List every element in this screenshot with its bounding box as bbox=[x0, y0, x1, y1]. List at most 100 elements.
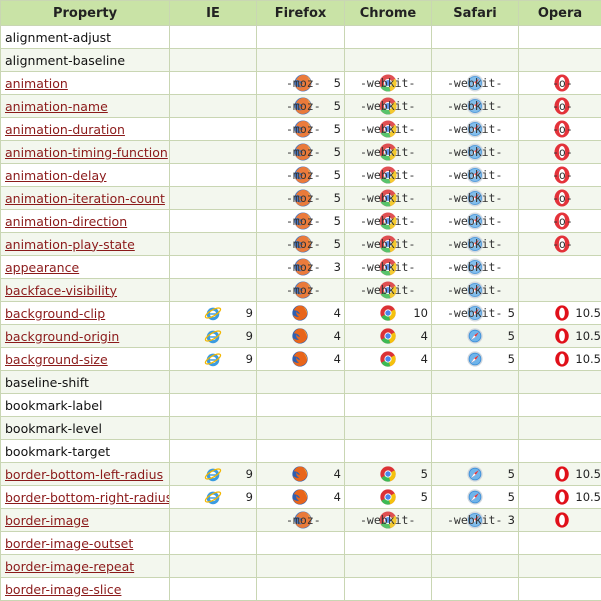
chrome-support-cell bbox=[345, 578, 432, 601]
property-link[interactable]: animation-iteration-count bbox=[5, 191, 165, 206]
ie-support-cell bbox=[170, 279, 257, 302]
vendor-prefix: -o- bbox=[551, 191, 574, 205]
property-link[interactable]: border-image-slice bbox=[5, 582, 121, 597]
opera-support-cell bbox=[519, 279, 601, 302]
firefox-support-cell bbox=[257, 578, 345, 601]
chrome-logo-icon bbox=[379, 327, 397, 345]
header-property[interactable]: Property bbox=[1, 1, 170, 26]
version-number: 10.5 bbox=[575, 329, 601, 343]
prefix-text: -o- bbox=[552, 122, 573, 136]
header-opera[interactable]: Opera bbox=[519, 1, 601, 26]
opera-support-cell: 10.5 bbox=[519, 348, 601, 371]
chrome-support-cell: 4 bbox=[345, 325, 432, 348]
firefox-logo-icon bbox=[291, 304, 309, 322]
property-link[interactable]: background-size bbox=[5, 352, 108, 367]
property-name: bookmark-label bbox=[5, 398, 102, 413]
vendor-prefix: -webkit- bbox=[359, 122, 416, 136]
chrome-support-cell: -webkit- bbox=[345, 141, 432, 164]
vendor-prefix: -o- bbox=[551, 76, 574, 90]
table-row: animation-delay -moz- 5 -webkit- -webkit- -o- bbox=[1, 164, 601, 187]
version-number: 5 bbox=[421, 490, 428, 504]
version-number: 5 bbox=[334, 145, 341, 159]
internet-explorer-logo-icon bbox=[204, 304, 222, 322]
opera-support-cell: -o- bbox=[519, 118, 601, 141]
property-link[interactable]: backface-visibility bbox=[5, 283, 117, 298]
property-cell: background-clip bbox=[1, 302, 170, 325]
opera-support-cell bbox=[519, 417, 601, 440]
chrome-support-cell bbox=[345, 555, 432, 578]
vendor-prefix: -webkit- bbox=[359, 191, 416, 205]
opera-logo-icon bbox=[553, 465, 571, 483]
opera-support-cell bbox=[519, 394, 601, 417]
opera-support-cell: 10.5 bbox=[519, 302, 601, 325]
property-link[interactable]: animation-timing-function bbox=[5, 145, 168, 160]
property-cell: backface-visibility bbox=[1, 279, 170, 302]
firefox-support-cell: -moz-5 bbox=[257, 210, 345, 233]
header-safari[interactable]: Safari bbox=[432, 1, 519, 26]
safari-support-cell: 5 bbox=[432, 325, 519, 348]
safari-support-cell: -webkit- bbox=[432, 279, 519, 302]
table-row: animation-play-state-moz-5-webkit--webki… bbox=[1, 233, 601, 256]
property-cell: appearance bbox=[1, 256, 170, 279]
header-ie[interactable]: IE bbox=[170, 1, 257, 26]
firefox-support-cell bbox=[257, 532, 345, 555]
firefox-support-cell: -moz-5 bbox=[257, 72, 345, 95]
firefox-logo-icon bbox=[291, 327, 309, 345]
opera-support-cell: -o- bbox=[519, 164, 601, 187]
property-link[interactable]: animation-name bbox=[5, 99, 108, 114]
prefix-text: -webkit- bbox=[447, 306, 502, 320]
property-link[interactable]: animation-play-state bbox=[5, 237, 135, 252]
property-link[interactable]: border-image-repeat bbox=[5, 559, 134, 574]
opera-support-cell bbox=[519, 371, 601, 394]
firefox-support-cell: 4 bbox=[257, 463, 345, 486]
firefox-support-cell: -moz- bbox=[257, 509, 345, 532]
version-number: 5 bbox=[508, 490, 515, 504]
property-link[interactable]: animation-direction bbox=[5, 214, 127, 229]
property-link[interactable]: border-bottom-right-radius bbox=[5, 490, 170, 505]
property-link[interactable]: animation bbox=[5, 76, 68, 91]
version-number: 5 bbox=[508, 352, 515, 366]
version-number: 10.5 bbox=[575, 490, 601, 504]
version-number: 5 bbox=[334, 168, 341, 182]
firefox-support-cell: -moz-5 bbox=[257, 118, 345, 141]
chrome-logo-icon bbox=[379, 488, 397, 506]
firefox-support-cell: -moz-5 bbox=[257, 233, 345, 256]
property-link[interactable]: border-image-outset bbox=[5, 536, 133, 551]
prefix-text: -webkit- bbox=[447, 168, 502, 182]
prefix-text: -moz- bbox=[286, 260, 321, 274]
opera-support-cell: -o- bbox=[519, 95, 601, 118]
property-link[interactable]: border-bottom-left-radius bbox=[5, 467, 163, 482]
firefox-support-cell bbox=[257, 394, 345, 417]
chrome-support-cell: -webkit- bbox=[345, 164, 432, 187]
internet-explorer-logo-icon bbox=[204, 488, 222, 506]
chrome-support-cell: -webkit- bbox=[345, 279, 432, 302]
property-link[interactable]: animation-duration bbox=[5, 122, 125, 137]
safari-support-cell: -webkit- bbox=[432, 118, 519, 141]
prefix-text: -webkit- bbox=[447, 99, 502, 113]
prefix-text: -moz- bbox=[286, 214, 321, 228]
table-row: border-image-outset bbox=[1, 532, 601, 555]
prefix-text: -webkit- bbox=[360, 145, 415, 159]
prefix-text: -webkit- bbox=[360, 76, 415, 90]
property-link[interactable]: background-clip bbox=[5, 306, 105, 321]
safari-support-cell bbox=[432, 417, 519, 440]
header-chrome[interactable]: Chrome bbox=[345, 1, 432, 26]
prefix-text: -webkit- bbox=[447, 513, 502, 527]
vendor-prefix: -moz- bbox=[285, 214, 322, 228]
safari-support-cell bbox=[432, 394, 519, 417]
ie-support-cell bbox=[170, 187, 257, 210]
property-link[interactable]: border-image bbox=[5, 513, 89, 528]
property-link[interactable]: animation-delay bbox=[5, 168, 107, 183]
vendor-prefix: -moz- bbox=[285, 168, 322, 182]
opera-support-cell: -o- bbox=[519, 187, 601, 210]
property-link[interactable]: appearance bbox=[5, 260, 79, 275]
safari-support-cell bbox=[432, 532, 519, 555]
version-number: 4 bbox=[334, 329, 341, 343]
header-firefox[interactable]: Firefox bbox=[257, 1, 345, 26]
prefix-text: -o- bbox=[552, 214, 573, 228]
property-link[interactable]: background-origin bbox=[5, 329, 119, 344]
safari-support-cell: -webkit- bbox=[432, 233, 519, 256]
firefox-logo-icon bbox=[291, 350, 309, 368]
